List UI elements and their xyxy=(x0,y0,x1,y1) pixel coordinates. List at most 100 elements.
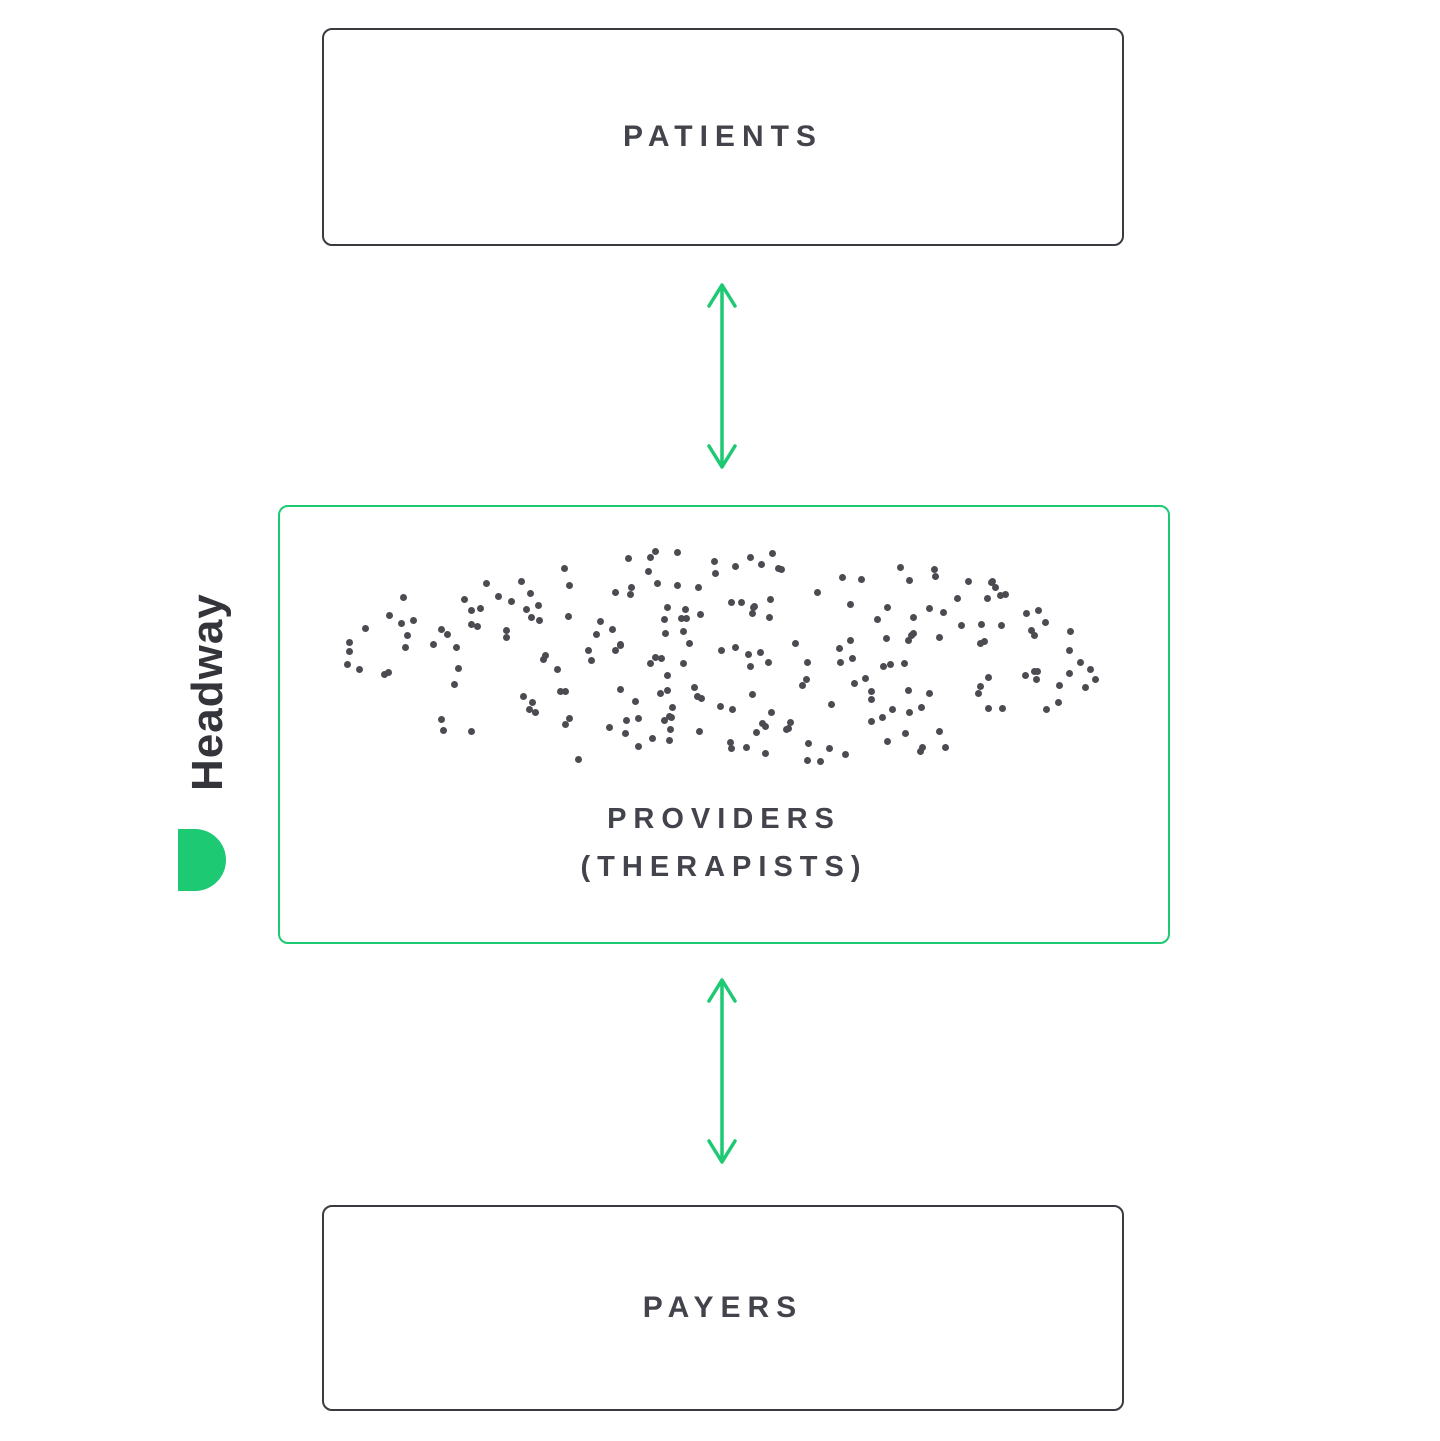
provider-dot xyxy=(745,650,753,658)
provider-dot xyxy=(751,603,759,611)
provider-dot xyxy=(1076,658,1084,666)
provider-dot xyxy=(764,658,772,666)
provider-dot xyxy=(502,626,510,634)
provider-dot xyxy=(727,598,735,606)
provider-dot xyxy=(585,646,593,654)
provider-dot xyxy=(693,693,701,701)
provider-dot xyxy=(868,687,876,695)
provider-dot xyxy=(673,581,681,589)
provider-dot xyxy=(847,600,855,608)
provider-dot xyxy=(628,583,636,591)
provider-dot xyxy=(664,671,672,679)
provider-dot xyxy=(985,705,993,713)
provider-dot xyxy=(918,703,926,711)
provider-dot xyxy=(746,663,754,671)
provider-dot xyxy=(565,581,573,589)
provider-dot xyxy=(867,717,875,725)
provider-dot xyxy=(520,693,528,701)
provider-dot xyxy=(438,626,446,634)
provider-dot xyxy=(1030,668,1038,676)
provider-dot xyxy=(663,604,671,612)
provider-dot xyxy=(495,593,503,601)
provider-dot xyxy=(508,598,516,606)
provider-dot xyxy=(862,674,870,682)
provider-dot xyxy=(717,702,725,710)
provider-dot xyxy=(443,630,451,638)
provider-dot xyxy=(906,576,914,584)
provider-dot xyxy=(851,680,859,688)
payers-label: PAYERS xyxy=(642,1291,804,1324)
provider-dot xyxy=(954,595,962,603)
provider-dot xyxy=(805,739,813,747)
provider-dot xyxy=(787,719,795,727)
provider-dot xyxy=(766,614,774,622)
provider-dot xyxy=(565,715,573,723)
provider-dot xyxy=(529,698,537,706)
provider-dot xyxy=(1087,666,1095,674)
provider-dot xyxy=(657,654,665,662)
provider-dot xyxy=(632,698,640,706)
provider-dot xyxy=(651,654,659,662)
provider-dot xyxy=(343,661,351,669)
provider-dot xyxy=(593,630,601,638)
provider-dot xyxy=(884,604,892,612)
provider-dot xyxy=(611,646,619,654)
provider-dot xyxy=(886,661,894,669)
provider-dot xyxy=(401,643,409,651)
provider-dot xyxy=(849,654,857,662)
provider-dot xyxy=(438,715,446,723)
provider-dot xyxy=(802,675,810,683)
provider-dot xyxy=(1032,675,1040,683)
provider-dot xyxy=(561,721,569,729)
provider-dot xyxy=(565,613,573,621)
provider-dot xyxy=(727,744,735,752)
provider-dot xyxy=(1054,698,1062,706)
provider-dot xyxy=(1066,669,1074,677)
provider-dot xyxy=(957,621,965,629)
provider-dot xyxy=(398,619,406,627)
provider-dot xyxy=(597,618,605,626)
provider-dot xyxy=(816,757,824,765)
provider-dot xyxy=(984,674,992,682)
provider-dot xyxy=(695,728,703,736)
provider-dot xyxy=(965,577,973,585)
provider-dot xyxy=(680,628,688,636)
provider-dot xyxy=(1034,667,1042,675)
provider-dot xyxy=(523,606,531,614)
provider-dot xyxy=(562,688,570,696)
provider-dot xyxy=(836,645,844,653)
provider-dot xyxy=(429,641,437,649)
provider-dot xyxy=(649,734,657,742)
provider-dot xyxy=(346,639,354,647)
provider-dot xyxy=(477,604,485,612)
provider-dot xyxy=(634,714,642,722)
provider-dot xyxy=(1031,631,1039,639)
provider-dot xyxy=(769,550,777,557)
provider-dot xyxy=(535,602,543,610)
provider-dot xyxy=(385,668,393,676)
provider-dot xyxy=(926,690,934,698)
provider-dot xyxy=(980,637,988,645)
provider-dot xyxy=(661,716,669,724)
provider-dot xyxy=(997,622,1005,630)
provider-dot xyxy=(452,643,460,651)
provider-dot xyxy=(646,554,654,562)
provider-dot xyxy=(1042,618,1050,626)
provider-dot xyxy=(783,726,791,734)
provider-dot xyxy=(883,738,891,746)
provider-dot xyxy=(839,574,847,582)
provider-dot xyxy=(356,665,364,673)
provider-dot xyxy=(673,548,681,556)
provider-dot xyxy=(657,689,665,697)
provider-dot xyxy=(711,558,719,566)
provider-dot xyxy=(905,637,913,645)
provider-dot xyxy=(919,744,927,752)
provider-dot xyxy=(842,751,850,759)
provider-dot xyxy=(826,745,833,753)
provider-dot xyxy=(896,563,904,571)
provider-dot xyxy=(941,743,949,751)
provider-dot xyxy=(711,570,719,578)
providers-label-line1: PROVIDERS xyxy=(607,803,841,835)
provider-dot xyxy=(454,665,462,673)
provider-dot xyxy=(904,686,912,694)
